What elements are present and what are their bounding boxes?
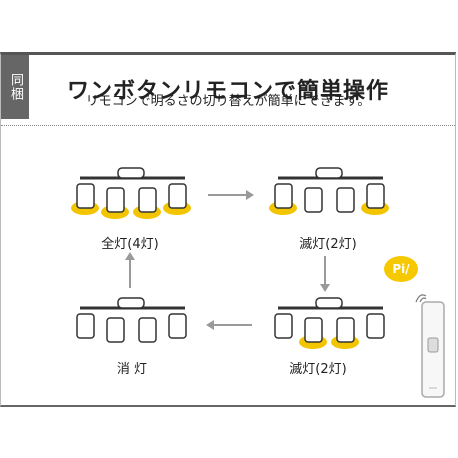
lamp-state-all-off	[76, 297, 187, 343]
state-label-two-outer: 滅灯(2灯)	[299, 237, 357, 252]
arrow-down-icon	[320, 256, 330, 292]
state-label-all-on: 全灯(4灯)	[101, 237, 159, 252]
arrow-right-icon	[208, 190, 254, 200]
lamp-head-1	[71, 183, 99, 215]
dotted-divider	[1, 125, 455, 126]
remote-control-icon[interactable]	[420, 300, 446, 400]
lamp-state-two-outer-on	[269, 167, 389, 215]
subtitle: リモコンで明るさの切り替えが簡単にできます。	[85, 94, 371, 109]
signal-waves-icon	[415, 294, 427, 303]
included-tag: 同梱	[1, 55, 29, 119]
state-label-all-off: 消 灯	[116, 362, 148, 377]
state-label-two-inner: 滅灯(2灯)	[289, 362, 347, 377]
arrow-up-icon	[125, 252, 135, 288]
remote-sound-text: Pi/	[392, 262, 410, 276]
lamp-state-two-inner-on	[274, 297, 385, 349]
page-title: ワンボタンリモコンで簡単操作	[67, 79, 390, 104]
remote-sound-bubble: Pi/	[384, 256, 418, 282]
lamp-state-all-on	[71, 167, 191, 219]
arrow-left-icon	[206, 320, 252, 330]
content-frame: 同梱 ワンボタンリモコンで簡単操作	[0, 52, 456, 407]
